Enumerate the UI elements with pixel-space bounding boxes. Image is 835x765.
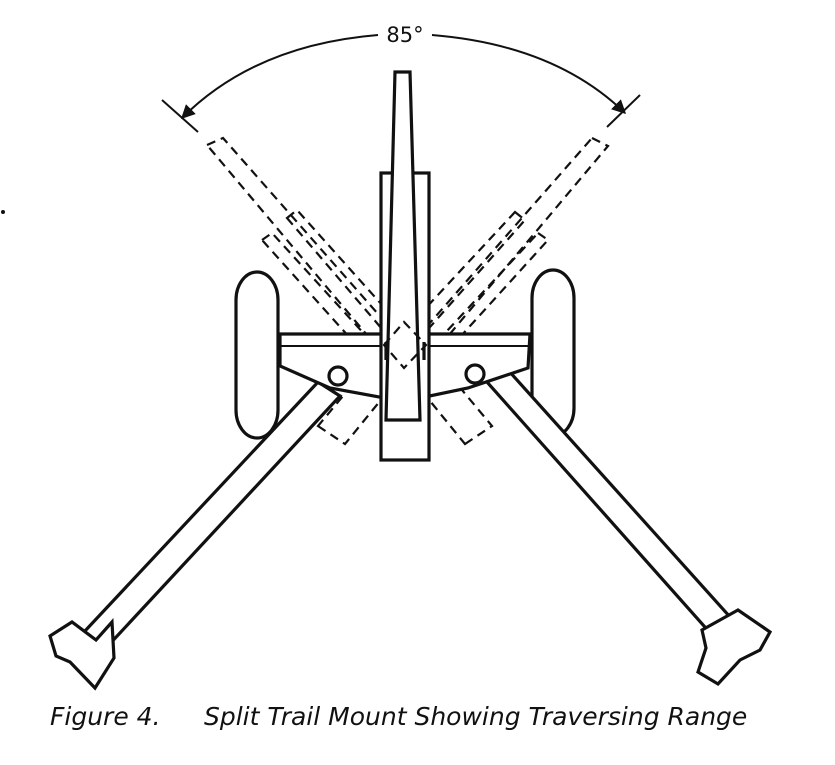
wheel-left	[234, 270, 280, 440]
trail-leg-left	[48, 379, 343, 691]
figure-caption: Figure 4. Split Trail Mount Showing Trav…	[0, 702, 835, 742]
traverse-arc-left	[181, 34, 379, 119]
traverse-angle-indicator: 85°	[161, 23, 641, 133]
traverse-arc-right	[431, 34, 627, 114]
wheels	[234, 268, 576, 440]
registration-mark	[1, 210, 5, 214]
figure-title: Split Trail Mount Showing Traversing Ran…	[204, 702, 748, 731]
trail-hinge-right	[464, 363, 486, 385]
barrel-center	[379, 70, 431, 462]
trail-leg-right	[484, 367, 773, 687]
figure-number: Figure 4.	[50, 702, 161, 731]
trail-leg-right-beam	[484, 367, 743, 647]
trail-leg-right-spade	[696, 608, 773, 687]
traverse-angle-label: 85°	[386, 23, 423, 47]
barrel-breech-dashed	[382, 320, 428, 370]
trail-hinge-left	[327, 365, 349, 387]
traverse-limit-line-left	[161, 99, 199, 133]
trail-leg-left-beam	[81, 379, 343, 651]
traverse-limit-line-right	[606, 94, 641, 128]
trail-leg-left-spade	[48, 618, 116, 691]
